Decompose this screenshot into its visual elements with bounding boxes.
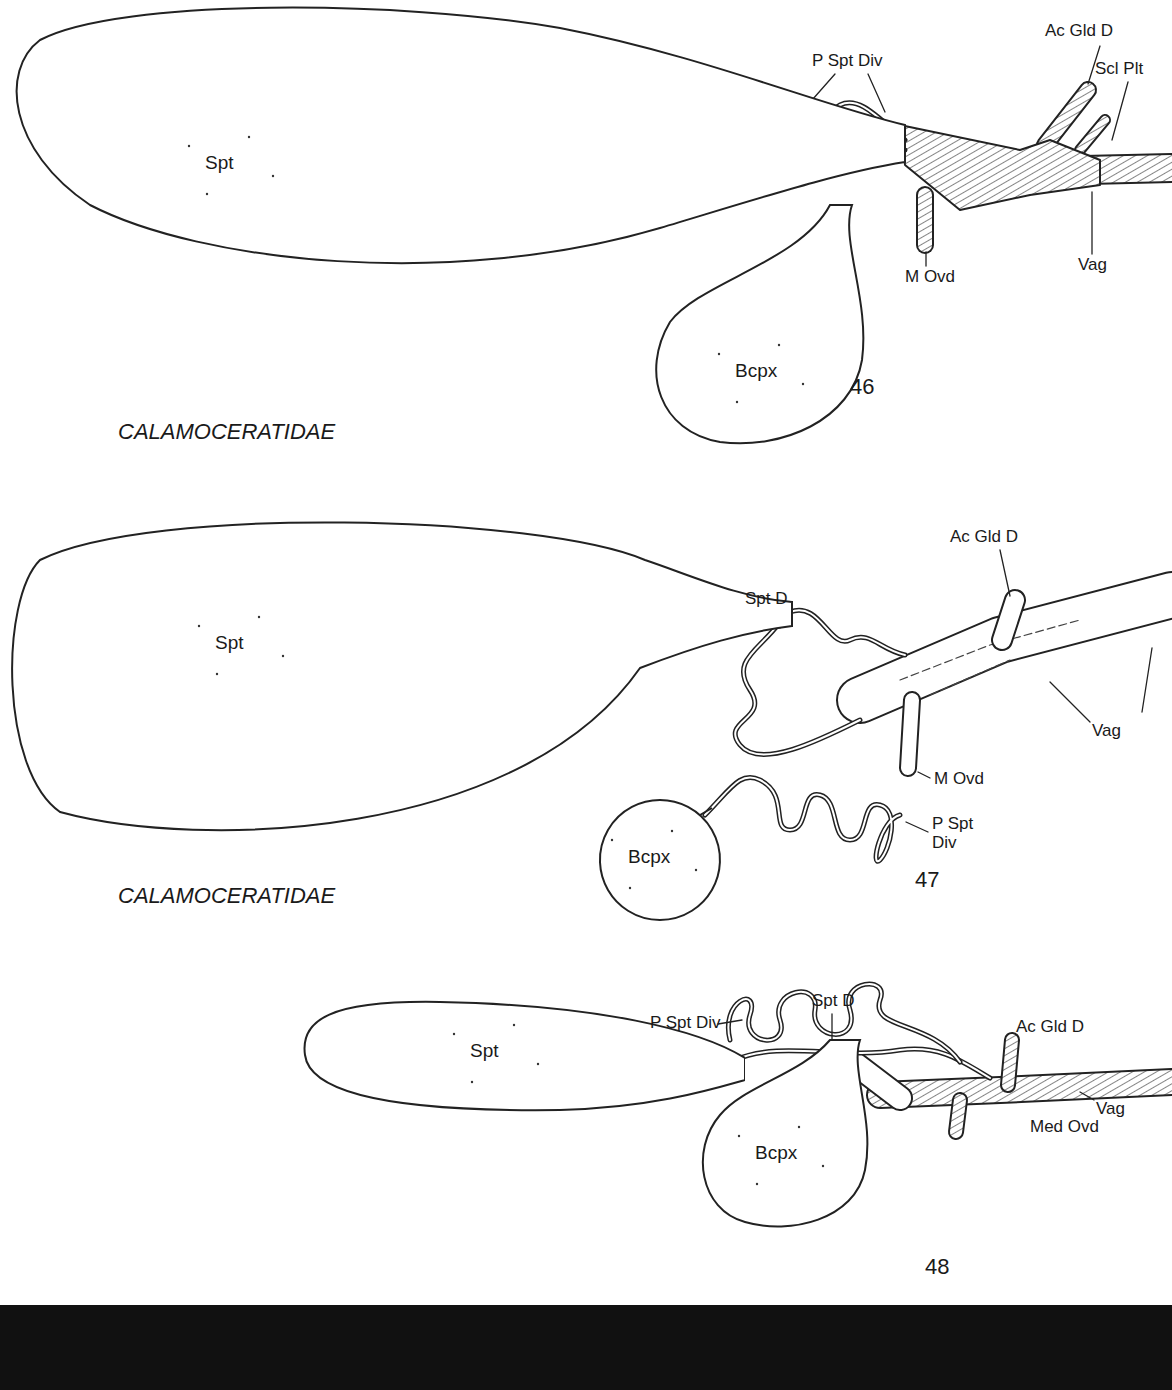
label-holder: Vag xyxy=(1096,1100,1125,1119)
stipple-dot xyxy=(216,673,218,675)
organ-label: Spt xyxy=(215,632,244,654)
part-label: P Spt Div xyxy=(812,52,883,71)
stipple-dot xyxy=(778,344,780,346)
label-holder: 46 xyxy=(850,375,874,399)
stipple-dot xyxy=(671,830,673,832)
part-label: Spt D xyxy=(745,590,788,609)
stipple-dot xyxy=(471,1081,473,1083)
organ-wall xyxy=(703,1040,868,1226)
stipple-dot xyxy=(718,353,720,355)
stipple-dot xyxy=(756,1183,758,1185)
organ-label: Spt xyxy=(470,1040,499,1062)
organ-wall xyxy=(304,1002,745,1110)
organ-wall xyxy=(600,800,720,920)
part-label: Vag xyxy=(1078,256,1107,275)
figure-number: 46 xyxy=(850,375,874,399)
figure-number: 48 xyxy=(925,1255,949,1279)
organ-label: Spt xyxy=(205,152,234,174)
family-name: CALAMOCERATIDAE xyxy=(118,420,335,444)
label-holder: P Spt Div xyxy=(932,815,994,852)
stipple-dot xyxy=(453,1033,455,1035)
spermatheca-organ: Spt xyxy=(10,0,910,295)
part-label: M Ovd xyxy=(905,268,955,287)
stipple-dot xyxy=(736,401,738,403)
organ-label: Bcpx xyxy=(628,846,670,868)
organ-wall xyxy=(17,8,905,263)
organ-outline xyxy=(10,505,795,845)
figure-number: 47 xyxy=(915,868,939,892)
label-holder: 48 xyxy=(925,1255,949,1279)
stipple-dot xyxy=(822,1165,824,1167)
part-label: Vag xyxy=(1092,722,1121,741)
part-label: P Spt Div xyxy=(932,815,994,852)
stipple-dot xyxy=(802,383,804,385)
family-name: CALAMOCERATIDAE xyxy=(118,884,335,908)
part-label: Ac Gld D xyxy=(950,528,1018,547)
label-holder: M Ovd xyxy=(905,268,955,287)
bursa-copulatrix-organ: Bcpx xyxy=(630,195,870,450)
bursa-copulatrix-organ: Bcpx xyxy=(690,1025,875,1235)
part-label: Spt D xyxy=(812,992,855,1011)
label-holder: Spt D xyxy=(812,992,855,1011)
stipple-dot xyxy=(282,655,284,657)
organ-wall xyxy=(12,522,792,830)
label-holder: 47 xyxy=(915,868,939,892)
organ-outline xyxy=(630,195,870,450)
organ-outline xyxy=(10,0,910,295)
part-label: M Ovd xyxy=(934,770,984,789)
footer-bar xyxy=(0,1305,1172,1390)
part-label: Vag xyxy=(1096,1100,1125,1119)
label-holder: Scl Plt xyxy=(1095,60,1143,79)
part-label: Scl Plt xyxy=(1095,60,1143,79)
spermatheca-organ: Spt xyxy=(10,505,795,845)
organ-outline xyxy=(690,1025,875,1235)
stipple-dot xyxy=(248,136,250,138)
label-holder: Ac Gld D xyxy=(1016,1018,1084,1037)
organ-outline xyxy=(295,995,745,1115)
label-holder: M Ovd xyxy=(934,770,984,789)
stipple-dot xyxy=(258,616,260,618)
label-holder: Vag xyxy=(1092,722,1121,741)
label-holder: P Spt Div xyxy=(812,52,883,71)
label-holder: Vag xyxy=(1078,256,1107,275)
stipple-dot xyxy=(272,175,274,177)
label-holder: CALAMOCERATIDAE xyxy=(118,420,335,444)
stipple-dot xyxy=(738,1135,740,1137)
label-holder: CALAMOCERATIDAE xyxy=(118,884,335,908)
label-holder: Ac Gld D xyxy=(1045,22,1113,41)
stipple-dot xyxy=(798,1126,800,1128)
label-holder: Ac Gld D xyxy=(950,528,1018,547)
stipple-dot xyxy=(611,839,613,841)
stipple-dot xyxy=(695,869,697,871)
stipple-dot xyxy=(513,1024,515,1026)
part-label: Med Ovd xyxy=(1030,1118,1099,1137)
part-label: P Spt Div xyxy=(650,1014,721,1033)
stipple-dot xyxy=(198,625,200,627)
label-holder: Spt D xyxy=(745,590,788,609)
organ-label: Bcpx xyxy=(755,1142,797,1164)
organ-label: Bcpx xyxy=(735,360,777,382)
organ-wall xyxy=(656,205,863,443)
stipple-dot xyxy=(629,887,631,889)
label-holder: P Spt Div xyxy=(650,1014,721,1033)
part-label: Ac Gld D xyxy=(1045,22,1113,41)
bursa-copulatrix-organ: Bcpx xyxy=(595,795,725,925)
spermatheca-organ: Spt xyxy=(295,995,745,1115)
stipple-dot xyxy=(188,145,190,147)
label-holder: Med Ovd xyxy=(1030,1118,1099,1137)
stipple-dot xyxy=(537,1063,539,1065)
stipple-dot xyxy=(206,193,208,195)
part-label: Ac Gld D xyxy=(1016,1018,1084,1037)
